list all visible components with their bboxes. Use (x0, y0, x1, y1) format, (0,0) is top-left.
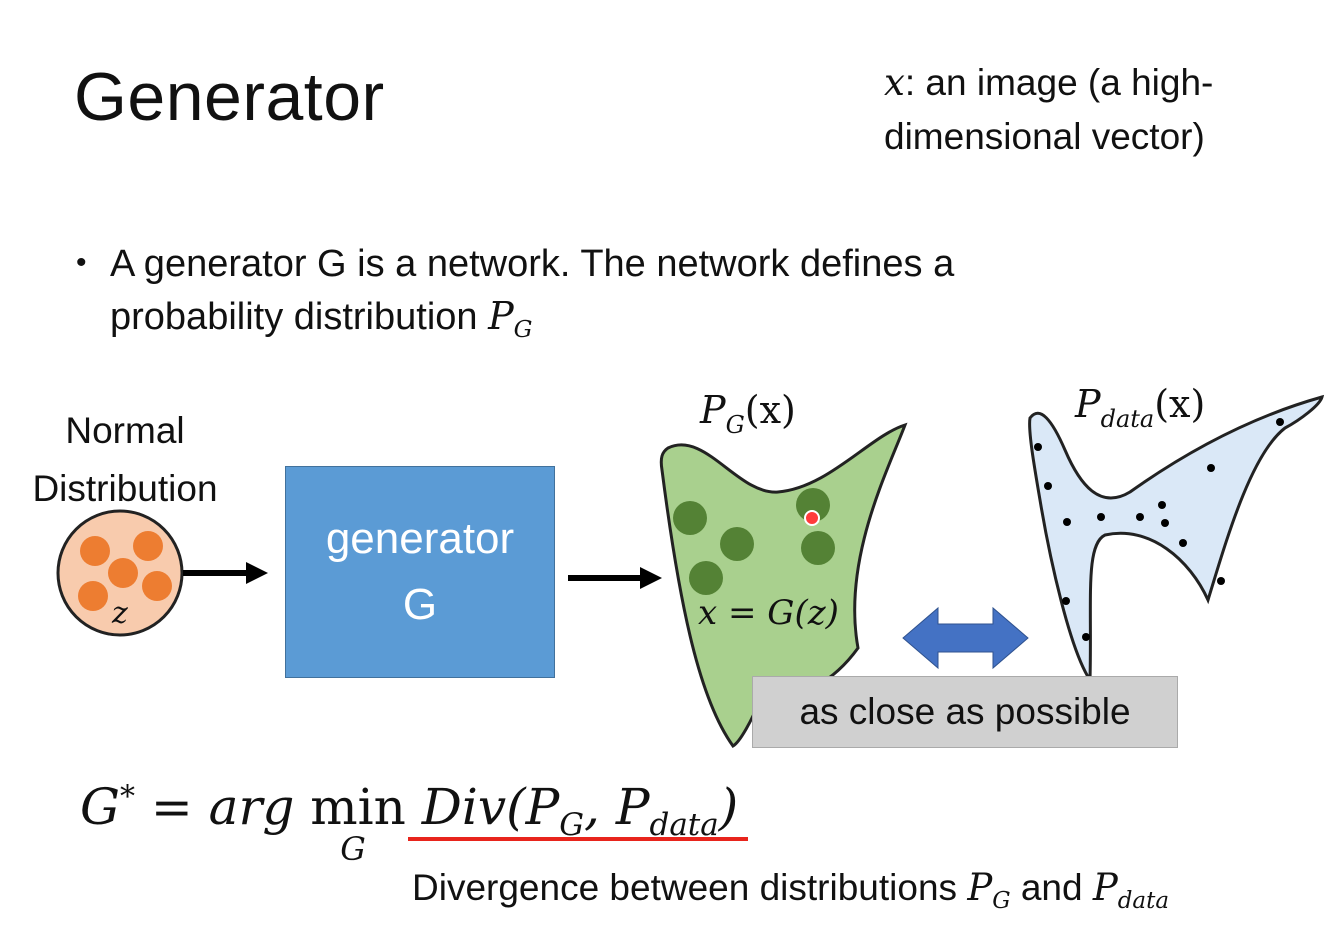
normal-label-line-1: Normal (65, 410, 185, 451)
formula-close: ) (718, 778, 739, 836)
pg-label-arg: (x) (745, 388, 796, 432)
formula-min-sub: G (340, 830, 366, 868)
caption-pg-sub: G (992, 888, 1011, 915)
caption-pg: P (967, 866, 993, 909)
pg-label-sub: G (726, 411, 745, 439)
data-point-icon (1082, 633, 1090, 641)
sample-dot-icon (796, 488, 830, 522)
arrowhead-icon (640, 567, 662, 589)
normal-label-line-2: Distribution (32, 468, 218, 509)
sample-dot-icon (801, 531, 835, 565)
bullet-text: A generator G is a network. The network … (110, 238, 1110, 347)
data-point-icon (1136, 513, 1144, 521)
sample-dot-icon (108, 558, 138, 588)
data-point-icon (1034, 443, 1042, 451)
sample-dot-icon (720, 527, 754, 561)
generator-g-label: G (402, 580, 438, 629)
formula-comma-p: , P (584, 778, 650, 836)
arrowhead-icon (246, 562, 268, 584)
pdata-label: Pdata(x) (1074, 382, 1205, 433)
bullet-line-1: A generator G is a network. The network … (110, 243, 955, 285)
data-point-icon (1044, 482, 1052, 490)
formula-star: * (119, 779, 135, 815)
bullet-pg-sub: G (513, 315, 533, 344)
caption-and: and (1010, 867, 1093, 908)
x-equals-gz-label: x = G(z) (698, 593, 839, 633)
normal-distribution-label: Normal Distribution (0, 402, 250, 518)
formula-min-text: min (310, 778, 406, 836)
x-variable: x (884, 61, 905, 104)
pg-label: PG(x) (699, 388, 796, 439)
pg-distribution-shape (659, 422, 908, 748)
sample-dot-icon (80, 536, 110, 566)
sample-dot-icon (673, 501, 707, 535)
formula-p-sub-g: G (559, 806, 585, 843)
formula-g: G (80, 778, 120, 836)
z-label: z (111, 596, 128, 631)
data-point-icon (1161, 519, 1169, 527)
pdata-label-sub: data (1101, 405, 1155, 433)
formula-arg: arg (208, 778, 311, 836)
data-point-icon (1097, 513, 1105, 521)
x-definition-text-2: dimensional vector) (884, 116, 1205, 157)
sample-dot-icon (78, 581, 108, 611)
bullet-dot-icon: • (76, 246, 87, 279)
sample-dot-icon (689, 561, 723, 595)
generator-label: generator (325, 514, 515, 563)
pg-label-p: P (699, 388, 727, 432)
formula-p: P (525, 778, 560, 836)
pointer-dot-icon (804, 510, 820, 526)
bullet-pg: P (488, 294, 514, 338)
caption-pdata: P (1092, 866, 1118, 909)
slide-title: Generator (74, 59, 385, 135)
pdata-label-p: P (1074, 382, 1102, 426)
data-point-icon (1062, 597, 1070, 605)
sample-dot-icon (133, 531, 163, 561)
formula-div: Div( (405, 778, 526, 836)
as-close-as-possible-label: as close as possible (799, 691, 1131, 732)
x-definition-note: x: an image (a high- dimensional vector) (884, 56, 1213, 164)
as-close-as-possible-box: as close as possible (752, 676, 1178, 748)
generator-box: generator G (285, 466, 555, 678)
formula-eq: = (134, 778, 209, 836)
caption-pdata-sub: data (1117, 888, 1170, 915)
data-point-icon (1207, 464, 1215, 472)
pdata-distribution-shape (1028, 394, 1325, 685)
double-arrow-icon (902, 606, 1029, 670)
data-point-icon (1179, 539, 1187, 547)
data-point-icon (1276, 418, 1284, 426)
pdata-label-arg: (x) (1154, 382, 1205, 426)
data-point-icon (1158, 501, 1166, 509)
sample-dot-icon (142, 571, 172, 601)
data-point-icon (1217, 577, 1225, 585)
x-definition-text: : an image (a high- (904, 62, 1214, 103)
bullet-line-2: probability distribution (110, 296, 489, 338)
divergence-caption: Divergence between distributions PG and … (412, 866, 1169, 914)
data-point-icon (1063, 518, 1071, 526)
divergence-underline (408, 837, 748, 841)
divergence-text: Divergence between distributions (412, 867, 968, 908)
formula-p-sub-data: data (649, 806, 719, 843)
